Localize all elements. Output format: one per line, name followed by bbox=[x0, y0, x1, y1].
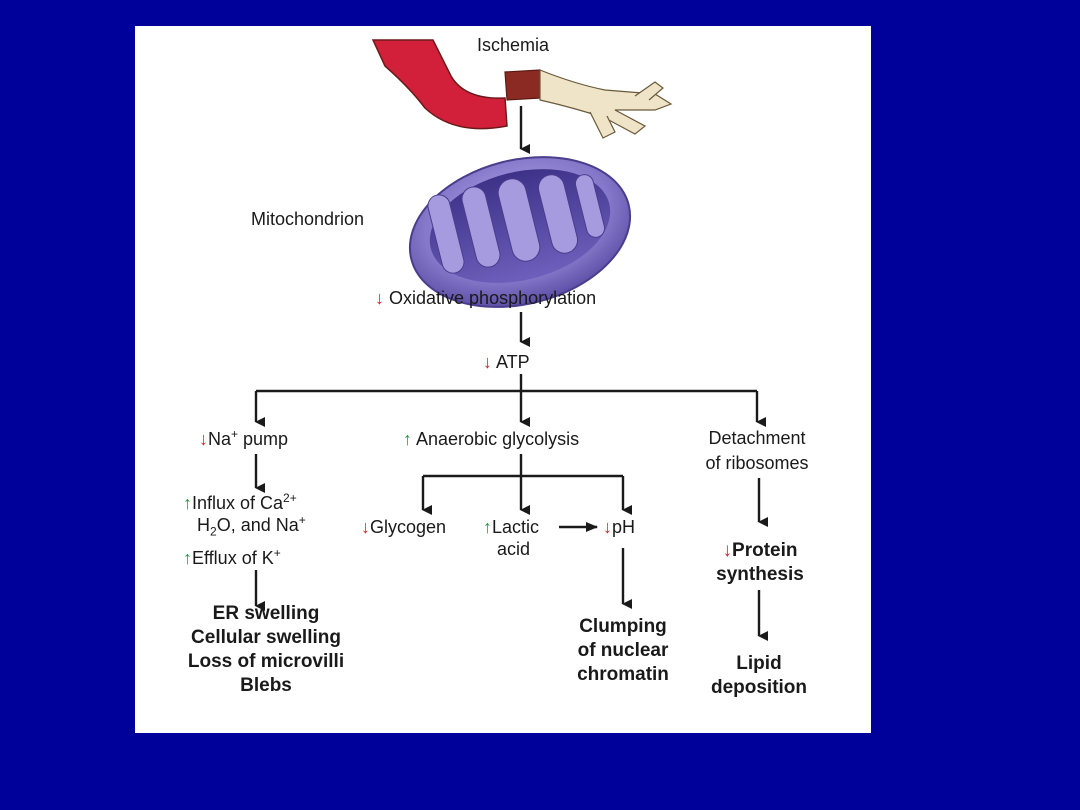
mitochondrion-label: Mitochondrion bbox=[251, 209, 365, 229]
influx-label: ↑Influx of Ca2+ H2O, and Na+ bbox=[183, 491, 306, 539]
atp-label: ↓ ATP bbox=[483, 352, 530, 372]
na-pump-label: ↓Na+ pump bbox=[199, 427, 289, 449]
ischemia-label: Ischemia bbox=[477, 35, 550, 55]
increase-arrow-icon: ↑ bbox=[483, 517, 492, 537]
decrease-arrow-icon: ↓ bbox=[483, 352, 492, 372]
decrease-arrow-icon: ↓ bbox=[375, 288, 384, 308]
flow-arrows bbox=[254, 106, 768, 641]
ph-label: ↓pH bbox=[603, 517, 636, 537]
increase-arrow-icon: ↑ bbox=[183, 548, 192, 568]
lipid-deposition-label: Lipid deposition bbox=[710, 653, 808, 698]
oxidative-phosphorylation-label: ↓ Oxidative phosphorylation bbox=[375, 288, 597, 308]
er-swelling-outcomes: ER swelling Cellular swelling Loss of mi… bbox=[187, 603, 345, 696]
protein-synthesis-label: ↓Protein synthesis bbox=[716, 540, 804, 585]
lactic-acid-label: ↑Lactic acid bbox=[483, 517, 540, 559]
anaerobic-glycolysis-label: ↑ Anaerobic glycolysis bbox=[403, 429, 580, 449]
artery-illustration bbox=[371, 39, 673, 139]
diagram-panel: Ischemia Mitochondrion ↓ Oxidative phosp… bbox=[135, 26, 871, 733]
increase-arrow-icon: ↑ bbox=[403, 429, 412, 449]
decrease-arrow-icon: ↓ bbox=[199, 429, 208, 449]
increase-arrow-icon: ↑ bbox=[183, 493, 192, 513]
decrease-arrow-icon: ↓ bbox=[722, 540, 733, 561]
mitochondrion-illustration bbox=[408, 156, 632, 308]
decrease-arrow-icon: ↓ bbox=[361, 517, 370, 537]
clumping-chromatin-label: Clumping of nuclear chromatin bbox=[577, 616, 669, 685]
diagram-graphics bbox=[254, 39, 768, 641]
decrease-arrow-icon: ↓ bbox=[603, 517, 612, 537]
detachment-label: Detachment of ribosomes bbox=[705, 428, 809, 473]
glycogen-label: ↓Glycogen bbox=[361, 517, 447, 537]
efflux-label: ↑Efflux of K+ bbox=[183, 546, 281, 568]
